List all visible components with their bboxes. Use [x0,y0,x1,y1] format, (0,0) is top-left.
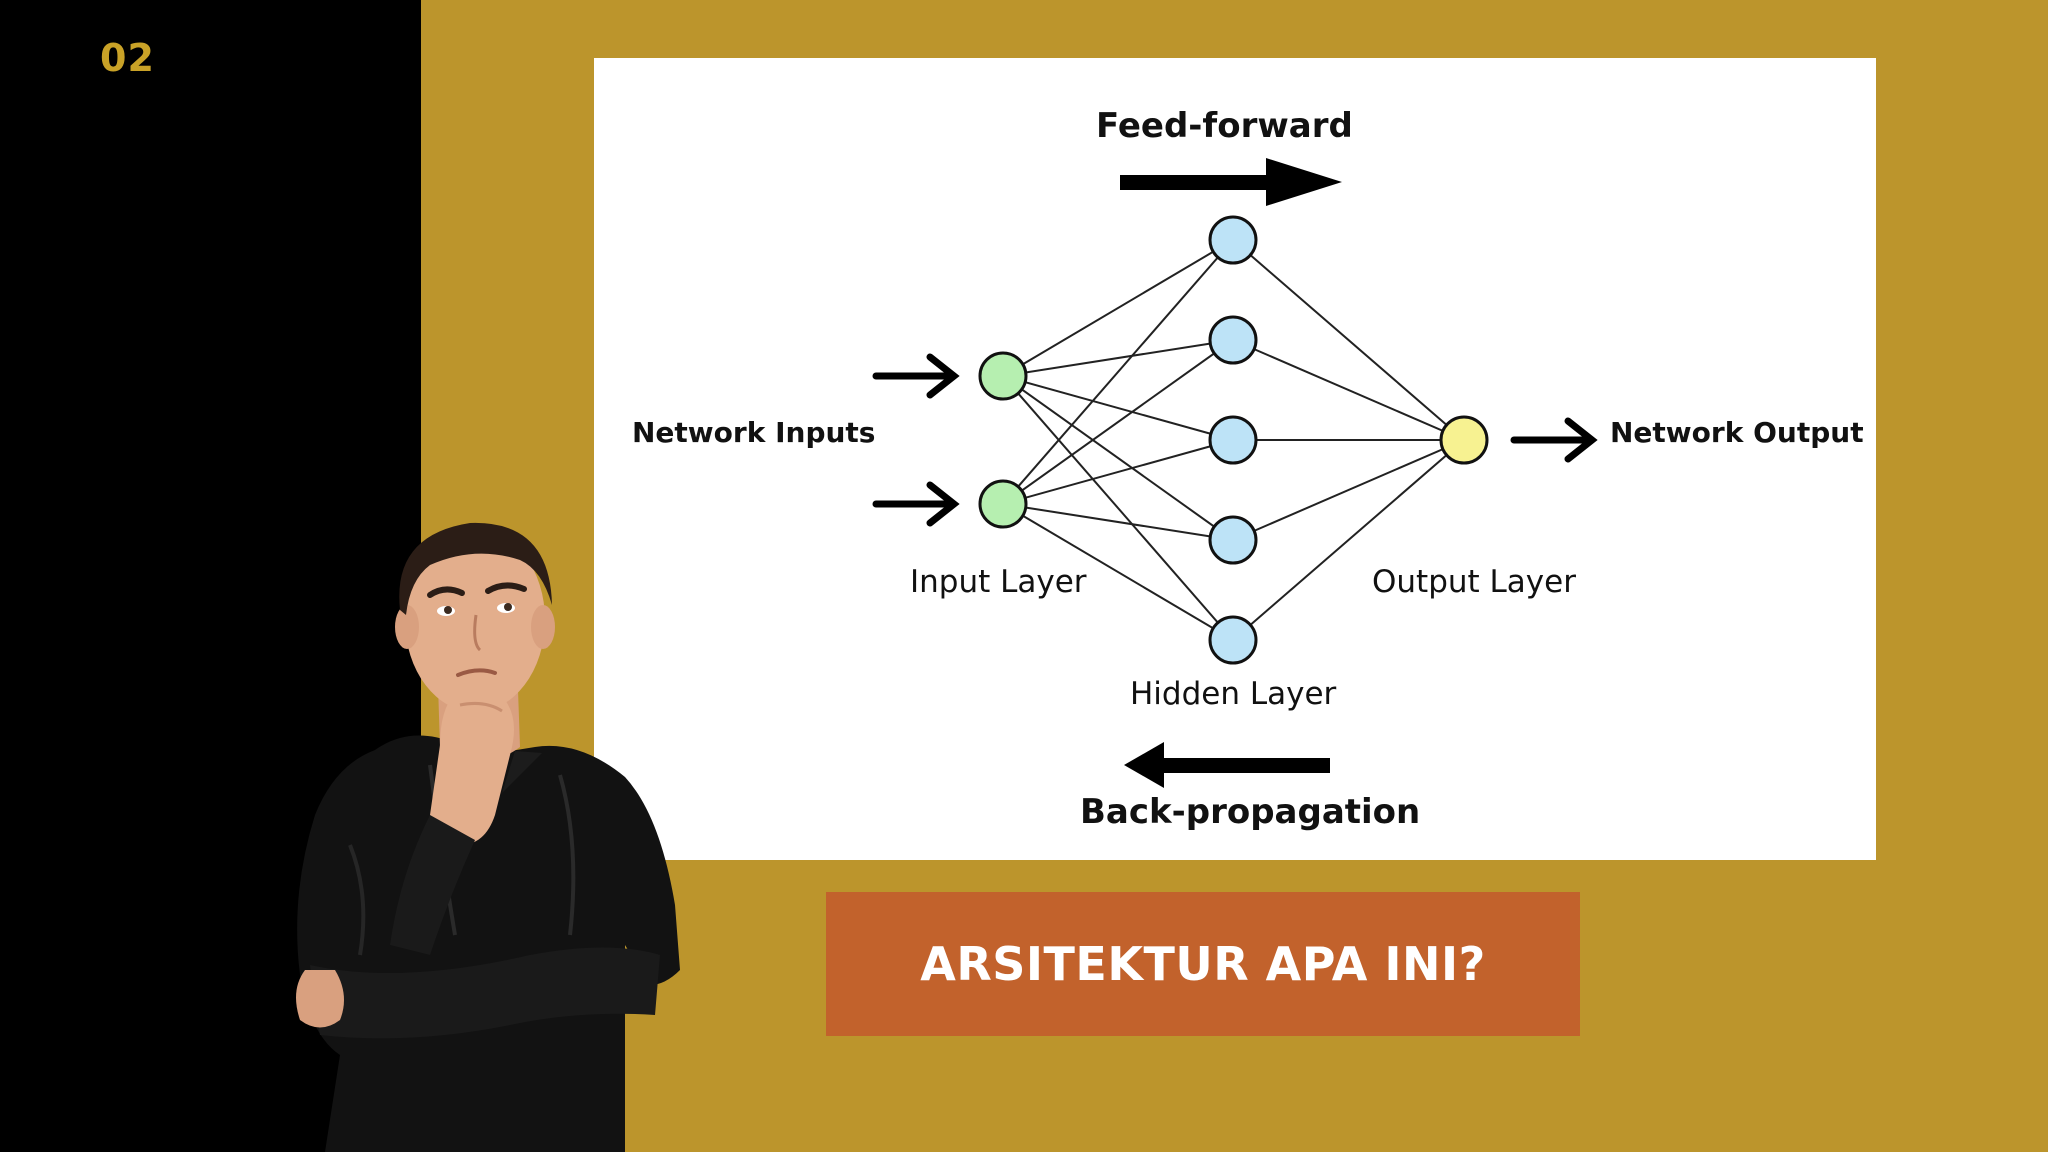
title-banner: ARSITEKTUR APA INI? [826,892,1580,1036]
connection-line [1002,375,1234,541]
hidden-layer-label: Hidden Layer [1130,676,1337,712]
connection-line [1232,239,1465,441]
hidden-node [1208,415,1258,465]
connection-line [1002,439,1234,505]
hidden-node [1208,215,1258,265]
output-arrow-icon [1510,417,1598,463]
connection-line [1232,439,1465,541]
connection-line [1002,375,1234,641]
slide-title: ARSITEKTUR APA INI? [920,937,1486,991]
hidden-node [1208,615,1258,665]
connection-line [1002,375,1234,441]
input-node [978,479,1028,529]
input-arrow-icon [872,481,960,527]
output-layer-label: Output Layer [1372,564,1576,600]
connection-line [1002,339,1234,505]
page-number: 02 [100,36,155,80]
neuron-nodes [978,215,1489,665]
neural-network-diagram: Feed-forward Network Inputs Network Outp… [594,58,1876,860]
connection-line [1232,339,1465,441]
input-node [978,351,1028,401]
output-node [1439,415,1489,465]
feed-forward-arrow-icon [1120,158,1342,206]
input-layer-label: Input Layer [910,564,1087,600]
network-graph [872,158,1598,788]
connection-line [1002,239,1234,505]
thinking-man-illustration [296,522,680,1152]
feed-forward-label: Feed-forward [1096,106,1353,146]
hidden-node [1208,315,1258,365]
network-output-label: Network Output [1610,416,1864,449]
connection-line [1002,339,1234,377]
connection-line [1232,439,1465,641]
input-arrow-icon [872,353,960,399]
connection-line [1002,503,1234,541]
connection-line [1002,239,1234,377]
network-inputs-label: Network Inputs [632,416,876,449]
connection-line [1002,503,1234,641]
back-propagation-label: Back-propagation [1080,792,1421,832]
back-propagation-arrow-icon [1124,742,1330,788]
hidden-node [1208,515,1258,565]
connection-lines [1002,239,1465,641]
